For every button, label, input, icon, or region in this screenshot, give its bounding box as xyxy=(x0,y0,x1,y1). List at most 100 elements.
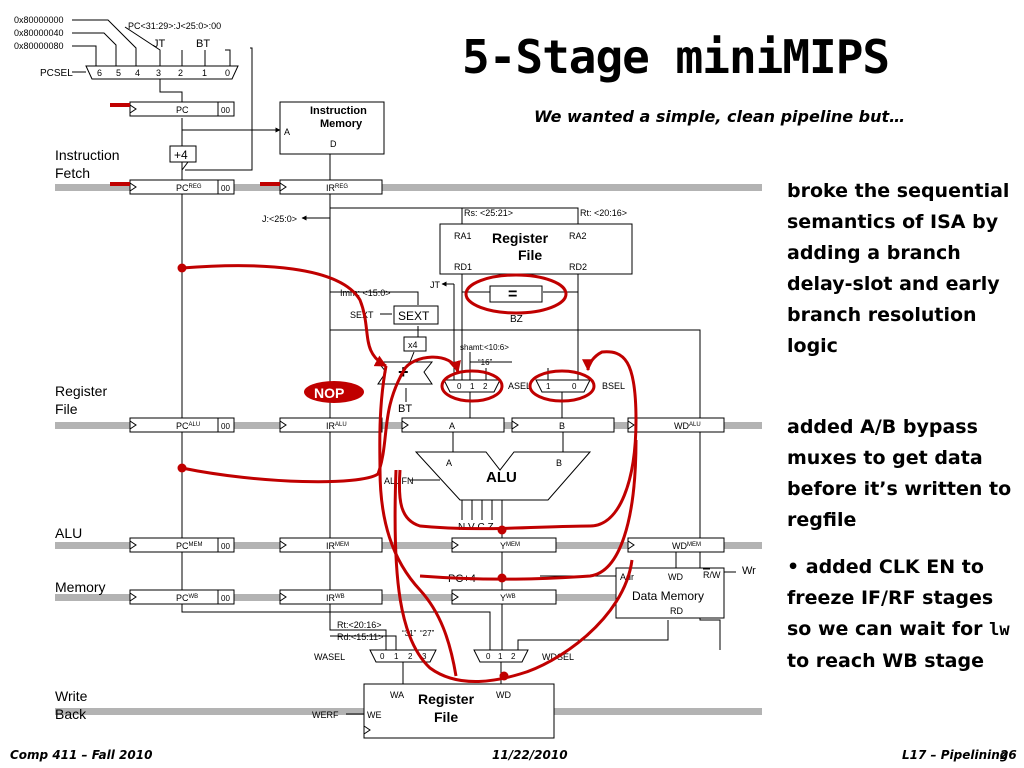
svg-text:A: A xyxy=(284,127,290,137)
footer-date: 11/22/2010 xyxy=(492,748,568,762)
svg-text:00: 00 xyxy=(221,106,230,115)
svg-text:WD: WD xyxy=(668,572,683,582)
svg-text:Imm: <15:0>: Imm: <15:0> xyxy=(340,288,391,298)
svg-text:Rs: <25:21>: Rs: <25:21> xyxy=(464,208,513,218)
svg-text:RD2: RD2 xyxy=(569,262,587,272)
svg-text:shamt:<10:6>: shamt:<10:6> xyxy=(460,343,509,352)
svg-text:Memory: Memory xyxy=(320,118,363,130)
note-clk-en-text1: • added CLK EN to freeze IF/RF stages so… xyxy=(787,556,994,640)
pc-concat: PC<31:29>:J<25:0>:00 xyxy=(128,21,221,31)
footer-page-number: 26 xyxy=(1000,748,1017,762)
pcsel-inputs: 6 5 4 3 2 1 0 xyxy=(97,68,230,78)
svg-text:2: 2 xyxy=(511,652,516,661)
stage-if-line2: Fetch xyxy=(55,165,90,181)
svg-text:File: File xyxy=(434,709,458,725)
svg-text:+4: +4 xyxy=(174,148,188,162)
pc-reg-label: PC xyxy=(176,105,189,115)
svg-text:RA2: RA2 xyxy=(569,231,587,241)
bypass-junctions xyxy=(177,263,509,681)
if-pipeline-regs: PCREG 00 IRREG xyxy=(129,179,383,195)
sext-box xyxy=(393,305,439,325)
svg-text:1: 1 xyxy=(498,652,503,661)
footer-lecture: L17 – Pipelining xyxy=(902,748,1009,762)
instruction-memory xyxy=(279,101,385,155)
stage-wb-line2: Back xyxy=(55,706,87,722)
bt-label: BT xyxy=(196,38,210,50)
svg-text:“16”: “16” xyxy=(478,358,493,367)
alu-unit xyxy=(414,451,592,501)
svg-text:=: = xyxy=(508,286,517,303)
svg-text:RD: RD xyxy=(670,606,683,616)
wb-pipeline-regs: PCWB 00 IRWB YWB xyxy=(129,589,557,605)
svg-text:BSEL: BSEL xyxy=(602,381,625,391)
svg-text:1: 1 xyxy=(202,68,207,78)
slide-title: 5-Stage miniMIPS xyxy=(462,30,890,84)
svg-text:RA1: RA1 xyxy=(454,231,472,241)
svg-text:3: 3 xyxy=(156,68,161,78)
mem-pipeline-regs: PCMEM 00 IRMEM YMEM WDMEM xyxy=(129,537,725,553)
wdsel-inputs: 0 1 2 xyxy=(486,652,516,661)
stage-alu: ALU xyxy=(55,525,82,541)
svg-text:0: 0 xyxy=(486,652,491,661)
svg-text:YMEM: YMEM xyxy=(500,541,520,551)
pc-const-1: 0x80000000 xyxy=(14,15,64,25)
svg-text:00: 00 xyxy=(221,542,230,551)
wasel-inputs: 0 1 2 3 xyxy=(380,652,427,661)
svg-text:YWB: YWB xyxy=(500,593,516,603)
svg-text:ALU: ALU xyxy=(486,469,517,486)
svg-text:Rd:<15:11>: Rd:<15:11> xyxy=(337,632,383,642)
svg-text:IRMEM: IRMEM xyxy=(326,541,349,551)
svg-text:PCREG: PCREG xyxy=(176,183,202,193)
svg-text:B: B xyxy=(556,458,562,468)
svg-text:00: 00 xyxy=(221,184,230,193)
highlight-ellipses xyxy=(440,273,596,403)
note-branch-delay: broke the sequential semantics of ISA by… xyxy=(787,180,1010,357)
svg-text:x4: x4 xyxy=(408,340,418,350)
svg-text:Rt:<20:16>: Rt:<20:16> xyxy=(337,620,382,630)
svg-text:2: 2 xyxy=(408,652,413,661)
svg-text:WASEL: WASEL xyxy=(314,652,345,662)
svg-text:PCMEM: PCMEM xyxy=(176,541,203,551)
svg-text:BT: BT xyxy=(398,403,412,415)
wdsel-mux xyxy=(473,649,529,663)
svg-text:BZ: BZ xyxy=(510,314,523,325)
pcsel-mux xyxy=(85,65,239,80)
svg-text:1: 1 xyxy=(470,382,475,391)
note-lw-code: lw xyxy=(989,620,1010,640)
svg-text:ASEL: ASEL xyxy=(508,381,531,391)
fetch-wires xyxy=(72,19,721,650)
pc-const-2: 0x80000040 xyxy=(14,28,64,38)
alu-pipeline-regs: PCALU 00 IRALU A B WDALU xyxy=(129,417,725,433)
svg-text:SEXT: SEXT xyxy=(398,309,430,323)
bsel-mux xyxy=(535,379,591,393)
svg-text:3: 3 xyxy=(422,652,427,661)
svg-text:Register: Register xyxy=(418,691,475,707)
svg-text:WDMEM: WDMEM xyxy=(672,541,701,551)
asel-inputs: 0 1 2 xyxy=(457,382,488,391)
bsel-inputs: 1 0 xyxy=(546,382,577,391)
stage-rf-line1: Register xyxy=(55,383,107,399)
svg-text:0: 0 xyxy=(380,652,385,661)
svg-text:2: 2 xyxy=(483,382,488,391)
stage-rf-line2: File xyxy=(55,401,78,417)
data-memory xyxy=(615,567,725,619)
plus4-adder xyxy=(169,145,197,163)
slide-subtitle: We wanted a simple, clean pipeline but… xyxy=(534,107,906,126)
red-stub-lines xyxy=(110,103,280,186)
register-file-read xyxy=(439,223,633,275)
svg-text:Wr: Wr xyxy=(742,565,756,577)
svg-text:Instruction: Instruction xyxy=(310,105,367,117)
svg-text:Rt: <20:16>: Rt: <20:16> xyxy=(580,208,627,218)
svg-text:Register: Register xyxy=(492,230,549,246)
x4-box xyxy=(403,336,427,352)
svg-text:WD: WD xyxy=(496,690,511,700)
svg-text:B: B xyxy=(559,421,565,431)
svg-text:00: 00 xyxy=(221,594,230,603)
pc-const-3: 0x80000080 xyxy=(14,41,64,51)
note-clk-en: • added CLK EN to freeze IF/RF stages so… xyxy=(787,552,1012,677)
jt-label: JT xyxy=(153,38,166,50)
svg-text:6: 6 xyxy=(97,68,102,78)
svg-text:WE: WE xyxy=(367,710,382,720)
svg-text:NOP: NOP xyxy=(314,385,344,401)
